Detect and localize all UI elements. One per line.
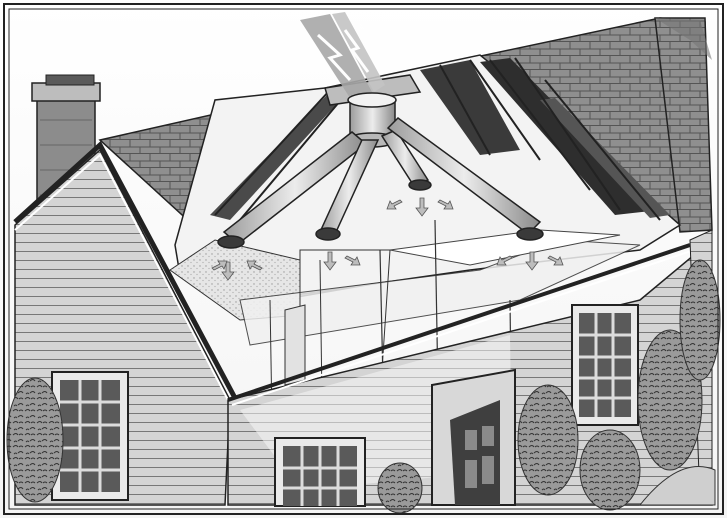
window-icon <box>572 305 638 425</box>
door-icon <box>432 370 515 505</box>
window-icon <box>275 438 365 506</box>
